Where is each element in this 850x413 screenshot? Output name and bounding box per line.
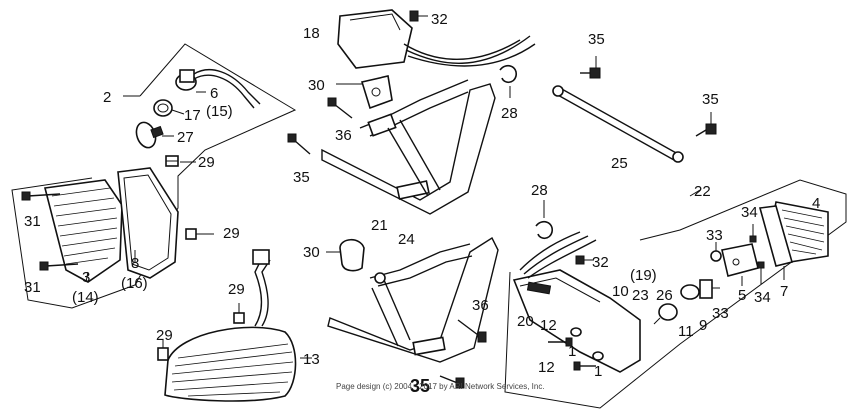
screw-part [21, 191, 61, 201]
mount-stay [552, 85, 684, 163]
screw-part [548, 327, 582, 347]
screw-part [233, 303, 245, 324]
part-label: 3 [82, 269, 90, 286]
bolt-part [409, 10, 428, 22]
bolt-part [439, 375, 465, 389]
part-label: 34 [741, 204, 758, 221]
lower-bracket-group [326, 236, 499, 389]
lower-bracket-frame [327, 236, 499, 363]
part-label: 2 [103, 89, 111, 106]
part-label: 30 [303, 244, 320, 261]
headlight-group [157, 249, 312, 402]
part-label: 28 [531, 182, 548, 199]
part-label: 29 [198, 154, 215, 171]
tail-light-housing [337, 9, 536, 69]
screw-part [165, 155, 196, 167]
screw-part [39, 261, 79, 271]
part-label: 12 [538, 359, 555, 376]
bolt-part [580, 56, 601, 79]
part-label: 12 [540, 317, 557, 334]
part-label: 26 [656, 287, 673, 304]
headlight-socket [252, 249, 271, 327]
bolt-part [457, 319, 487, 343]
bolt-part [695, 112, 717, 137]
part-label: 30 [308, 77, 325, 94]
part-label: 29 [156, 327, 173, 344]
turn-signal-lens [44, 179, 123, 283]
wire-clamp [499, 64, 517, 98]
part-label: 35 [293, 169, 310, 186]
screw-part [573, 351, 604, 371]
part-label: 18 [303, 25, 320, 42]
part-label: 8 [131, 255, 139, 272]
rear-light-group [504, 179, 847, 409]
part-label: (19) [630, 267, 657, 284]
bulb-ring-part [153, 99, 185, 117]
screw-part [757, 261, 765, 284]
part-label: 35 [702, 91, 719, 108]
part-label: (15) [206, 103, 233, 120]
part-label: 13 [303, 351, 320, 368]
part-label: 24 [398, 231, 415, 248]
bulb-part [135, 121, 174, 149]
part-label: 25 [611, 155, 628, 172]
rear-bracket-group [287, 9, 717, 215]
part-label: 36 [335, 127, 352, 144]
part-label: 1 [568, 343, 576, 360]
wire-clamp [535, 200, 553, 240]
socket-wire-part [175, 69, 261, 109]
part-label: 31 [24, 279, 41, 296]
bolt-part [327, 97, 353, 119]
screw-part [157, 340, 169, 361]
part-labels: 2 6 (15) 17 27 29 31 3 (14) 8 (16) 31 29… [24, 11, 820, 396]
screw-part [749, 224, 757, 243]
part-label: 34 [754, 289, 771, 306]
part-label: 35 [588, 31, 605, 48]
part-label: 4 [812, 195, 820, 212]
part-label: 33 [712, 305, 729, 322]
bolt-part [287, 133, 311, 155]
front-turn-signal-group [11, 43, 297, 309]
part-label: 6 [210, 85, 218, 102]
part-label: 35 [410, 376, 430, 396]
part-label: 7 [780, 283, 788, 300]
socket-bracket [721, 243, 759, 286]
part-label: 36 [472, 297, 489, 314]
part-label: 9 [699, 317, 707, 334]
part-label: 1 [594, 363, 602, 380]
washer-part [710, 242, 722, 262]
part-label: 27 [177, 129, 194, 146]
bolt-part [575, 255, 594, 265]
part-label: 21 [371, 217, 388, 234]
mount-bracket [336, 75, 393, 110]
part-label: 22 [694, 183, 711, 200]
part-label: (16) [121, 275, 148, 292]
part-label: 31 [24, 213, 41, 230]
part-label: 5 [738, 287, 746, 304]
part-label: 17 [184, 107, 201, 124]
part-label: 33 [706, 227, 723, 244]
part-label: 29 [228, 281, 245, 298]
tail-gasket [758, 205, 793, 280]
part-label: 32 [592, 254, 609, 271]
bulb-socket [653, 279, 720, 325]
part-label: 23 [632, 287, 649, 304]
license-bracket-frame [321, 79, 496, 215]
lens-gasket [117, 167, 179, 279]
part-label: 20 [517, 313, 534, 330]
part-label: 29 [223, 225, 240, 242]
copyright-notice: Page design (c) 2004 - 2017 by ARI Netwo… [336, 382, 545, 391]
part-label: 11 [678, 323, 694, 340]
rubber-mount [326, 238, 365, 272]
part-label: 10 [612, 283, 629, 300]
license-light-housing [512, 231, 641, 373]
part-label: 32 [431, 11, 448, 28]
part-label: (14) [72, 289, 99, 306]
part-label: 28 [501, 105, 518, 122]
screw-part [185, 228, 214, 240]
